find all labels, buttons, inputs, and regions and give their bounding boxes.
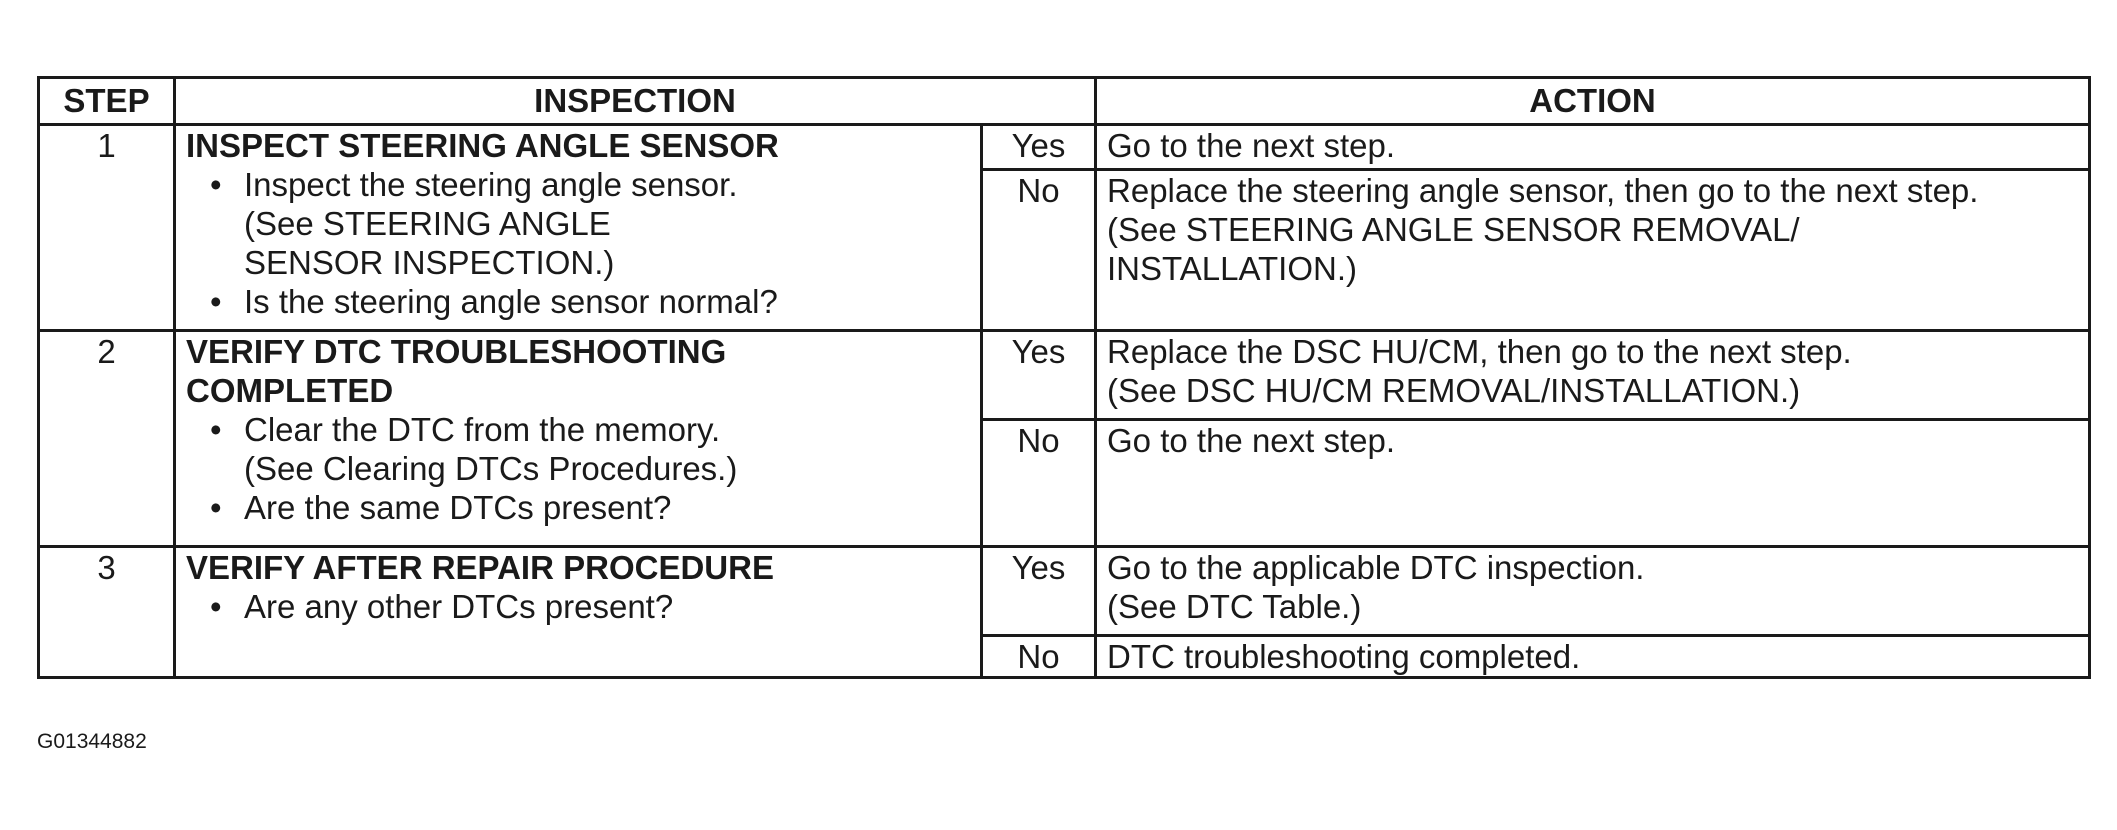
bullet-text: Clear the DTC from the memory.	[244, 411, 721, 448]
no-action: DTC troubleshooting completed.	[1094, 634, 2092, 679]
header-inspection: INSPECTION	[172, 76, 1098, 126]
no-action: Replace the steering angle sensor, then …	[1094, 168, 2092, 332]
action-text: Go to the next step.	[1107, 127, 1396, 164]
table-row: 3 VERIFY AFTER REPAIR PROCEDURE Are any …	[37, 545, 2092, 679]
inspection-cell: VERIFY AFTER REPAIR PROCEDURE Are any ot…	[173, 545, 983, 679]
action-text: Replace the DSC HU/CM, then go to the ne…	[1107, 333, 1852, 370]
inspection-title: INSPECT STEERING ANGLE SENSOR	[186, 127, 779, 164]
inspection-bullets: Are any other DTCs present?	[186, 587, 970, 626]
table-row: No Go to the next step.	[39, 418, 2092, 548]
step-number: 3	[37, 545, 176, 679]
no-label: No	[979, 634, 1098, 679]
inspection-bullets: Inspect the steering angle sensor. (See …	[186, 165, 970, 321]
table-header-row: STEP INSPECTION ACTION	[37, 76, 2092, 126]
inspection-cell: INSPECT STEERING ANGLE SENSOR Inspect th…	[173, 123, 983, 332]
inspection-title: COMPLETED	[186, 372, 394, 409]
bullet-text: Are the same DTCs present?	[244, 489, 672, 526]
bullet-item: Are the same DTCs present?	[186, 488, 970, 527]
yes-label: Yes	[979, 329, 1098, 421]
figure-id: G01344882	[37, 730, 147, 753]
bullet-text: Is the steering angle sensor normal?	[244, 283, 778, 320]
yes-label: Yes	[979, 545, 1098, 637]
bullet-text: (See STEERING ANGLE	[244, 205, 611, 242]
no-action: Go to the next step.	[1094, 418, 2092, 548]
action-text: Go to the applicable DTC inspection.	[1107, 549, 1645, 586]
action-text: DTC troubleshooting completed.	[1107, 638, 1581, 675]
step-number: 1	[37, 123, 176, 332]
bullet-item: Inspect the steering angle sensor. (See …	[186, 165, 970, 282]
table-row: No Replace the steering angle sensor, th…	[39, 168, 2092, 332]
header-step: STEP	[37, 76, 176, 126]
action-text: (See DTC Table.)	[1107, 588, 1362, 625]
bullet-item: Are any other DTCs present?	[186, 587, 970, 626]
action-text: Replace the steering angle sensor, then …	[1107, 172, 1979, 209]
no-label: No	[979, 418, 1098, 548]
yes-label: Yes	[979, 123, 1098, 171]
action-text: (See STEERING ANGLE SENSOR REMOVAL/	[1107, 211, 1800, 248]
inspection-title: VERIFY AFTER REPAIR PROCEDURE	[186, 549, 774, 586]
bullet-text: SENSOR INSPECTION.)	[244, 244, 615, 281]
step-number: 2	[37, 329, 176, 548]
action-text: Go to the next step.	[1107, 422, 1396, 459]
bullet-text: Are any other DTCs present?	[244, 588, 674, 625]
bullet-item: Clear the DTC from the memory. (See Clea…	[186, 410, 970, 488]
inspection-cell: VERIFY DTC TROUBLESHOOTING COMPLETED Cle…	[173, 329, 983, 548]
no-label: No	[979, 168, 1098, 332]
action-text: INSTALLATION.)	[1107, 250, 1357, 287]
table-row: No DTC troubleshooting completed.	[39, 634, 2092, 679]
action-text: (See DSC HU/CM REMOVAL/INSTALLATION.)	[1107, 372, 1801, 409]
table-row: 2 VERIFY DTC TROUBLESHOOTING COMPLETED C…	[37, 329, 2092, 548]
inspection-bullets: Clear the DTC from the memory. (See Clea…	[186, 410, 970, 527]
bullet-text: (See Clearing DTCs Procedures.)	[244, 450, 738, 487]
bullet-item: Is the steering angle sensor normal?	[186, 282, 970, 321]
yes-action: Go to the applicable DTC inspection. (Se…	[1094, 545, 2092, 637]
header-action: ACTION	[1094, 76, 2092, 126]
troubleshooting-table: STEP INSPECTION ACTION 1 INSPECT STEERIN…	[37, 76, 2092, 679]
table-row: 1 INSPECT STEERING ANGLE SENSOR Inspect …	[37, 123, 2092, 332]
yes-action: Replace the DSC HU/CM, then go to the ne…	[1094, 329, 2092, 421]
inspection-title: VERIFY DTC TROUBLESHOOTING	[186, 333, 727, 370]
bullet-text: Inspect the steering angle sensor.	[244, 166, 738, 203]
yes-action: Go to the next step.	[1094, 123, 2092, 171]
